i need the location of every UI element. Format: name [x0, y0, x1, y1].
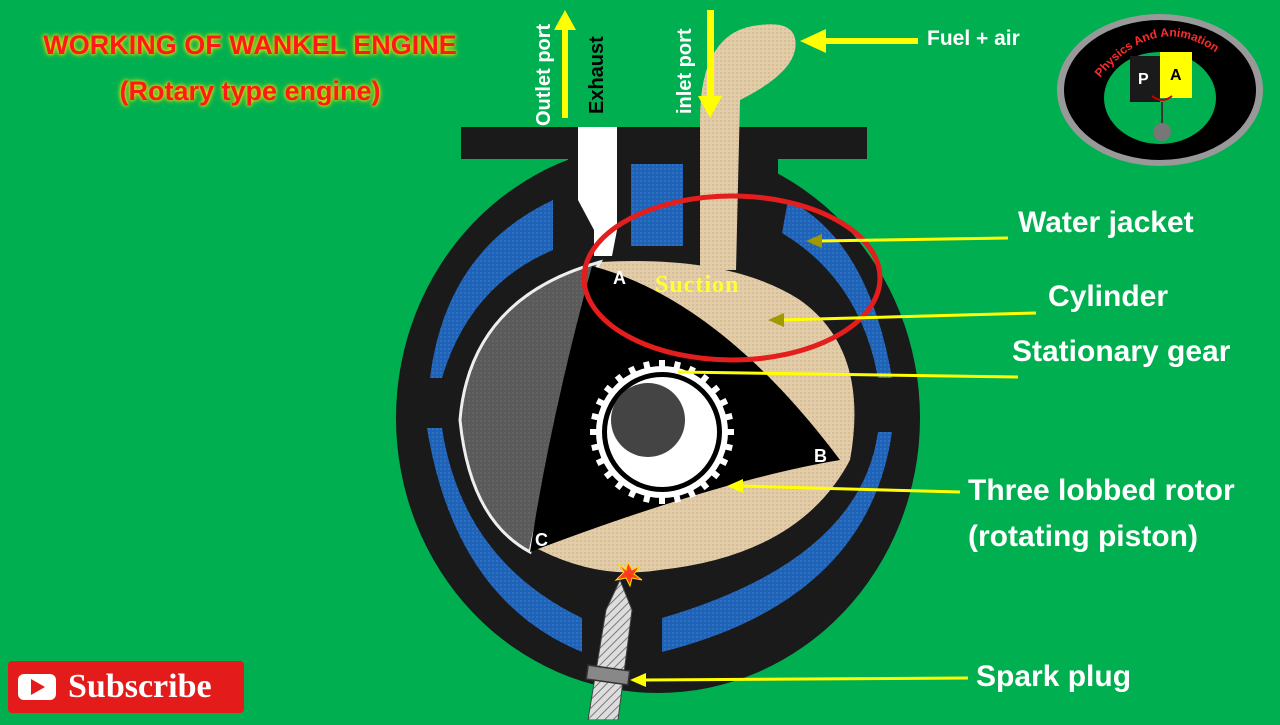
apex-a-label: A [613, 268, 626, 288]
title-line2: (Rotary type engine) [119, 76, 381, 106]
subscribe-label: Subscribe [68, 668, 212, 705]
gear-leader-line [677, 370, 1019, 379]
fuel-air-arrow [800, 29, 918, 53]
water-jacket-label: Water jacket [1018, 206, 1194, 239]
subscribe-button[interactable]: Subscribe [8, 661, 244, 713]
gear-tooth [659, 360, 665, 370]
title-line1: WORKING OF WANKEL ENGINE [43, 30, 457, 60]
rotor-label-line1: Three lobbed rotor [968, 474, 1235, 507]
water-jacket-arrow [806, 234, 1009, 248]
logo-letter-p: P [1138, 71, 1149, 88]
inlet-down-arrow [698, 10, 722, 118]
exhaust-port [578, 127, 617, 256]
logo: Physics And Animation P A [1057, 14, 1263, 166]
outlet-port-label: Outlet port [533, 23, 555, 126]
suction-highlight [581, 193, 883, 363]
stationary-gear-label: Stationary gear [1012, 335, 1231, 368]
spark-plug-arrow [630, 673, 969, 687]
stationary-gear [590, 360, 734, 504]
inlet-port [700, 24, 796, 270]
inlet-port-label: inlet port [674, 28, 696, 114]
phase-label: Suction [655, 272, 740, 298]
fuel-air-label: Fuel + air [927, 27, 1020, 50]
cylinder-arrow [768, 311, 1037, 327]
exhaust-up-arrow [554, 10, 576, 118]
logo-letter-a: A [1170, 67, 1182, 84]
rotor-label-line2: (rotating piston) [968, 520, 1198, 553]
cylinder-label: Cylinder [1048, 280, 1169, 313]
spark-icon [614, 560, 643, 588]
apex-c-label: C [535, 530, 548, 550]
spark-plug-label: Spark plug [976, 660, 1132, 693]
spark-plug [585, 560, 643, 721]
annotation-arrows [554, 10, 1037, 687]
apex-b-label: B [814, 446, 827, 466]
rotor-arrow [727, 479, 961, 494]
exhaust-label: Exhaust [586, 36, 608, 114]
play-icon [18, 674, 56, 700]
gear-tooth [659, 494, 665, 504]
